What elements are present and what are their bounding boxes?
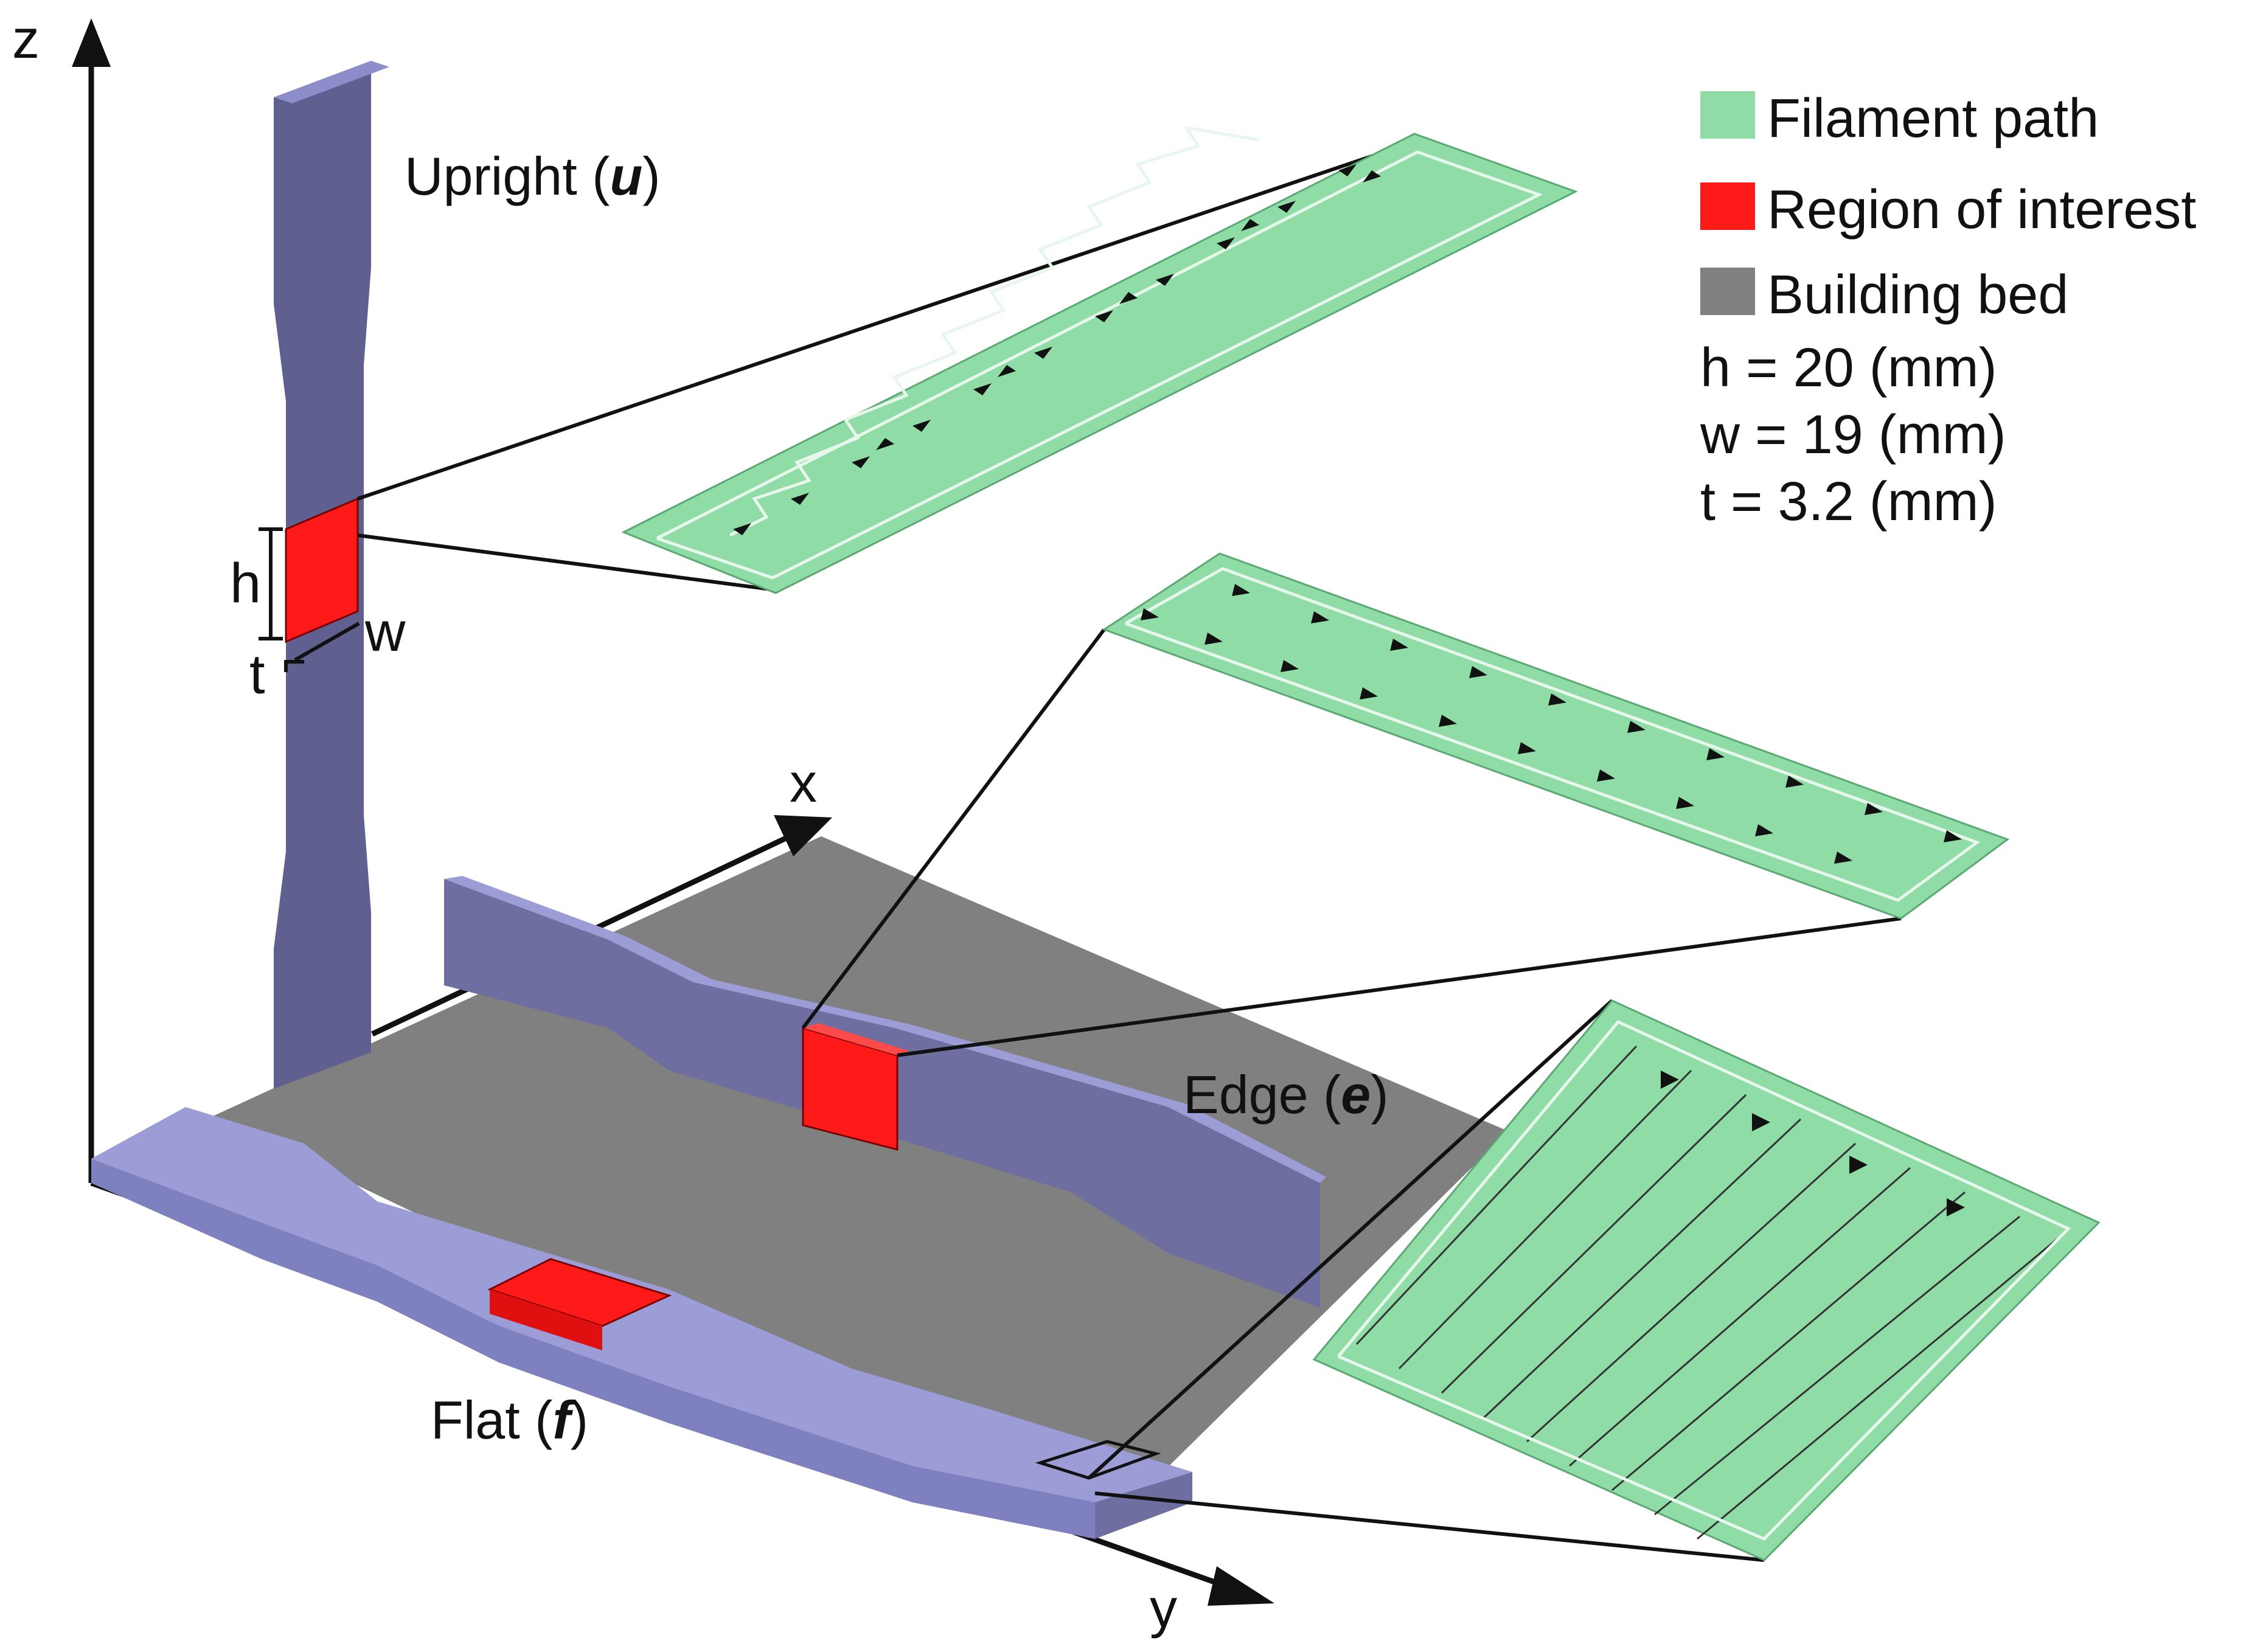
z-axis-arrowhead	[72, 18, 111, 67]
legend-dimension-w: w = 19 (mm)	[1700, 404, 2006, 465]
upright-filament-voids	[733, 164, 1381, 535]
flat-region-side	[490, 1289, 602, 1350]
legend-swatch-filament	[1700, 91, 1755, 139]
y-axis-label: y	[1150, 1578, 1177, 1639]
callout-lines	[357, 137, 1902, 1562]
legend-swatch-region	[1700, 182, 1755, 230]
x-axis-label: x	[790, 753, 817, 814]
upright-specimen-top	[274, 61, 389, 103]
building-bed	[213, 836, 1509, 1539]
edge-region-top	[803, 1023, 909, 1055]
flat-filament-voids	[1661, 1071, 1965, 1216]
upright-filament-panel	[621, 125, 1578, 594]
upright-filament-area	[621, 133, 1578, 594]
edge-filament-contour	[1124, 567, 1981, 902]
edge-specimen: Edge (e)	[444, 876, 1389, 1308]
legend-label-bed: Building bed	[1767, 265, 2068, 325]
upright-region-of-interest	[285, 497, 359, 644]
w-dimension-line	[294, 622, 360, 662]
legend-dimension-t: t = 3.2 (mm)	[1700, 471, 1997, 532]
legend-label-region: Region of interest	[1767, 179, 2196, 240]
t-label: t	[249, 644, 265, 706]
edge-specimen-top	[444, 876, 1326, 1183]
w-label: w	[364, 601, 406, 663]
h-label: h	[230, 552, 261, 614]
flat-label: Flat (f)	[431, 1390, 588, 1450]
flat-filament-panel	[1312, 999, 2101, 1561]
flat-specimen-end	[1095, 1472, 1192, 1539]
edge-filament-area	[1102, 552, 2010, 920]
flat-filament-raster	[1355, 1045, 2063, 1540]
legend-dimension-h: h = 20 (mm)	[1700, 338, 1997, 398]
x-axis-arrowhead	[774, 815, 832, 856]
flat-specimen: Flat (f)	[91, 1107, 1192, 1539]
upright-specimen: h w t Upright (u)	[230, 61, 661, 1089]
z-axis-label: z	[12, 9, 40, 70]
flat-filament-contour	[1337, 1019, 2071, 1541]
legend-swatch-bed	[1700, 268, 1755, 315]
edge-filament-voids	[1141, 584, 1962, 864]
upright-filament-zigzag	[729, 125, 1260, 537]
y-axis-arrowhead	[1208, 1566, 1274, 1606]
legend: Filament path Region of interest Buildin…	[1700, 88, 2196, 532]
edge-filament-panel	[1102, 552, 2010, 920]
flat-filament-area	[1312, 999, 2101, 1561]
upright-label: Upright (u)	[405, 146, 661, 206]
legend-label-filament: Filament path	[1767, 88, 2099, 149]
flat-end-marker	[1035, 1440, 1161, 1480]
edge-label: Edge (e)	[1183, 1064, 1389, 1125]
flat-specimen-side	[91, 1159, 1095, 1539]
